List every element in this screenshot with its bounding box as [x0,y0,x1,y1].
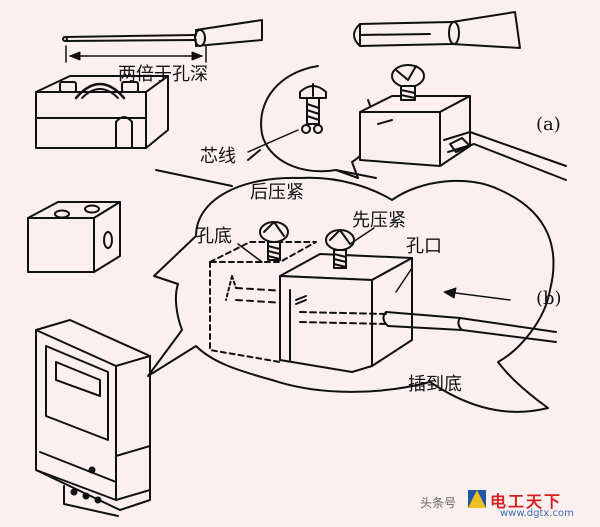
panel-b-terminal [209,221,557,373]
panel-a-terminal [359,64,567,181]
label-core-wire: 芯线 [200,146,236,167]
watermark-source: 头条号 [420,496,457,510]
knife-switch-illustration [35,75,169,149]
screw-detail-a [299,83,327,134]
energy-meter-illustration [35,319,151,517]
watermark-brand: 电工天下 [490,492,563,511]
stripped-wire-illustration [62,19,263,63]
folded-wire-illustration [353,11,521,49]
label-hole-bottom: 孔底 [196,226,232,247]
label-insert-to-bottom: 插到底 [408,374,462,395]
label-panel-b: (b) [536,288,562,309]
label-press-first: 先压紧 [352,210,406,231]
label-press-later: 后压紧 [250,182,304,203]
watermark-site: www.dgtx.com [500,508,574,519]
label-hole-mouth: 孔口 [406,236,442,257]
label-panel-a: (a) [536,114,561,135]
label-double-hole-depth: 两倍于孔深 [118,64,208,85]
label-leaders [237,129,413,293]
watermark-logo [468,490,486,508]
terminal-block-illustration [27,201,121,273]
